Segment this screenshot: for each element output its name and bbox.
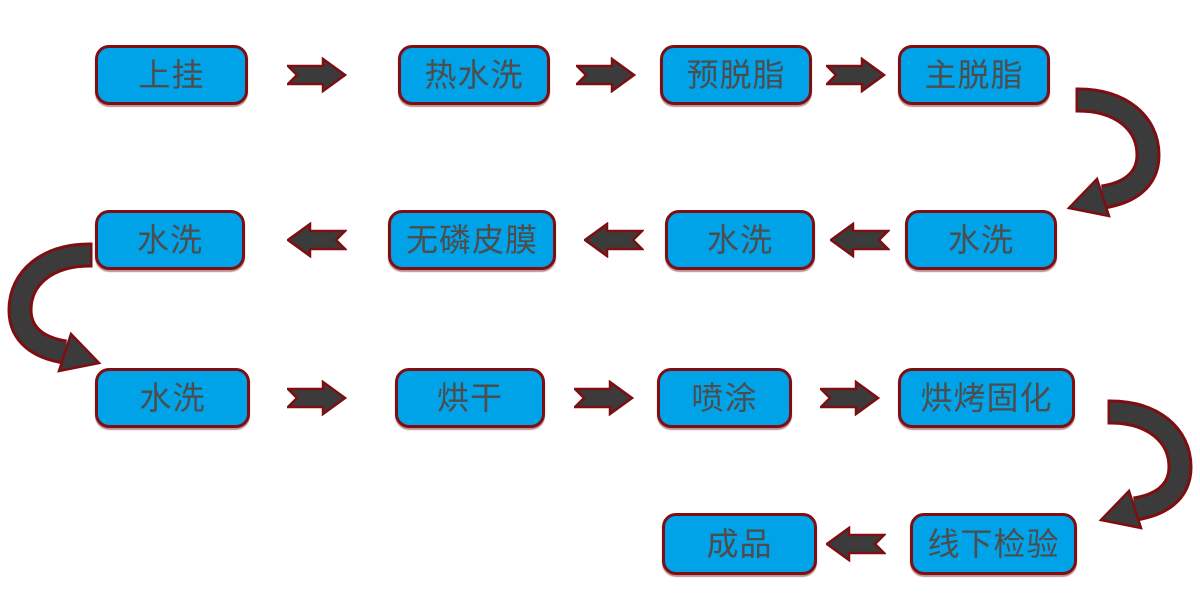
- arrow-right-icon: [287, 57, 347, 93]
- arrow-left-icon: [287, 222, 347, 258]
- node-shui-xi-1: 水洗: [905, 210, 1057, 270]
- node-label: 烘干: [436, 380, 503, 416]
- curved-arrow-down-left-icon: [1098, 399, 1193, 530]
- arrow-left-icon: [830, 222, 890, 258]
- arrow-left-icon: [584, 222, 644, 258]
- curved-arrow-down-left-icon: [1066, 87, 1161, 218]
- node-label: 水洗: [947, 222, 1014, 258]
- node-label: 水洗: [139, 380, 206, 416]
- node-label: 热水洗: [424, 57, 524, 93]
- node-shui-xi-2: 水洗: [665, 210, 815, 270]
- arrow-right-icon: [826, 57, 886, 93]
- node-label: 水洗: [136, 222, 203, 258]
- arrow-right-icon: [574, 380, 634, 416]
- node-label: 成品: [706, 526, 773, 562]
- node-label: 水洗: [706, 222, 773, 258]
- node-re-shui-xi: 热水洗: [398, 45, 550, 105]
- arrow-left-icon: [826, 526, 886, 562]
- node-shui-xi-4: 水洗: [95, 368, 250, 428]
- arrow-right-icon: [287, 380, 347, 416]
- node-zhu-tuo-zhi: 主脱脂: [898, 45, 1050, 105]
- node-label: 烘烤固化: [920, 380, 1053, 416]
- node-label: 上挂: [138, 57, 205, 93]
- node-shang-gua: 上挂: [95, 45, 248, 105]
- arrow-right-icon: [576, 57, 636, 93]
- node-label: 线下检验: [927, 526, 1060, 562]
- node-label: 预脱脂: [686, 57, 786, 93]
- curved-arrow-down-right-icon: [7, 242, 102, 373]
- node-shui-xi-3: 水洗: [95, 210, 245, 270]
- node-hong-kao-gu-hua: 烘烤固化: [898, 368, 1075, 428]
- node-hong-gan: 烘干: [395, 368, 545, 428]
- node-label: 主脱脂: [924, 57, 1024, 93]
- node-label: 无磷皮膜: [405, 222, 538, 258]
- node-cheng-pin: 成品: [662, 513, 817, 575]
- node-yu-tuo-zhi: 预脱脂: [660, 45, 812, 105]
- node-xian-xia-jian-yan: 线下检验: [910, 513, 1077, 575]
- node-wu-lin-pi-mo: 无磷皮膜: [388, 210, 556, 270]
- node-pen-tu: 喷涂: [657, 368, 792, 428]
- node-label: 喷涂: [691, 380, 758, 416]
- arrow-right-icon: [820, 380, 880, 416]
